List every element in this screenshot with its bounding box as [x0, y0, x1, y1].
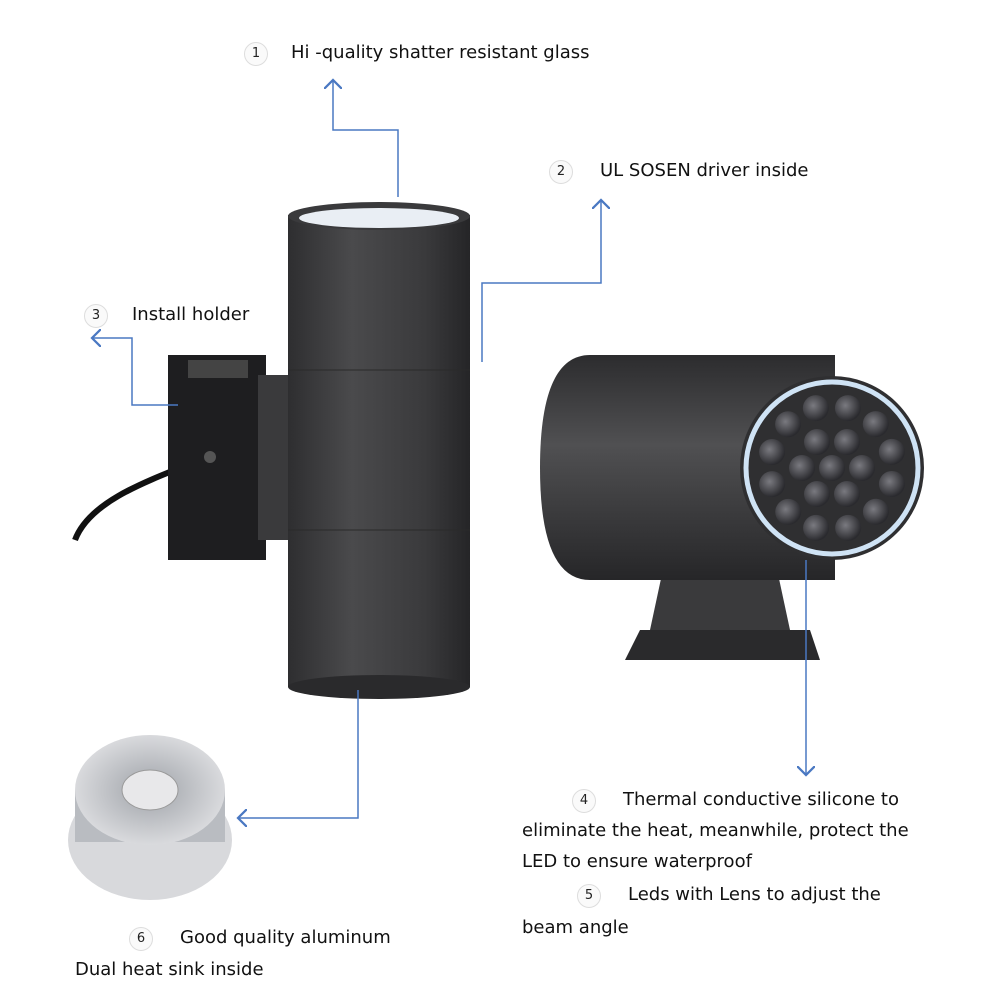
- heat-sink: [68, 735, 232, 900]
- led-lens: [804, 480, 830, 507]
- vertical-fixture: [288, 202, 470, 699]
- led-lens: [775, 498, 802, 525]
- callout-text-5: Leds with Lens to adjust the: [628, 884, 881, 905]
- led-lens: [802, 395, 829, 422]
- led-lens: [804, 429, 830, 456]
- arrow-6: [238, 690, 359, 818]
- led-lens: [803, 514, 830, 541]
- horizontal-fixture: [540, 355, 924, 660]
- callout-text-4-line3: LED to ensure waterproof: [522, 851, 752, 872]
- callout-text-6: Good quality aluminum: [180, 927, 391, 948]
- led-lens: [834, 395, 861, 422]
- callout-number-2: 2: [549, 160, 573, 184]
- arrow-1: [333, 80, 399, 197]
- callout-number-5: 5: [577, 884, 601, 908]
- callout-number-1: 1: [244, 42, 268, 66]
- led-lens: [819, 455, 845, 481]
- led-array: [759, 395, 905, 541]
- callout-text-1: Hi -quality shatter resistant glass: [291, 42, 590, 63]
- led-lens: [759, 439, 786, 466]
- callout-number-4: 4: [572, 789, 596, 813]
- led-lens: [775, 411, 802, 438]
- callout-number-3: 3: [84, 304, 108, 328]
- led-lens: [878, 438, 905, 465]
- callout-text-3: Install holder: [132, 304, 250, 325]
- callout-text-2: UL SOSEN driver inside: [600, 160, 809, 181]
- led-lens: [759, 471, 786, 498]
- led-lens: [834, 480, 860, 507]
- arrow-3: [92, 338, 178, 406]
- callout-text-4-line2: eliminate the heat, meanwhile, protect t…: [522, 820, 909, 841]
- callout-number-6: 6: [129, 927, 153, 951]
- led-lens: [862, 498, 889, 525]
- arrow-2: [481, 200, 601, 362]
- callout-text-4: Thermal conductive silicone to: [623, 789, 899, 810]
- led-lens: [789, 455, 815, 481]
- led-lens: [835, 514, 862, 541]
- led-lens: [849, 455, 875, 481]
- callout-arrows: [92, 80, 806, 818]
- callout-text-5-line2: beam angle: [522, 917, 629, 938]
- led-lens: [878, 470, 905, 497]
- led-lens: [862, 411, 889, 438]
- callout-text-6-line2: Dual heat sink inside: [75, 959, 264, 980]
- led-lens: [834, 429, 860, 456]
